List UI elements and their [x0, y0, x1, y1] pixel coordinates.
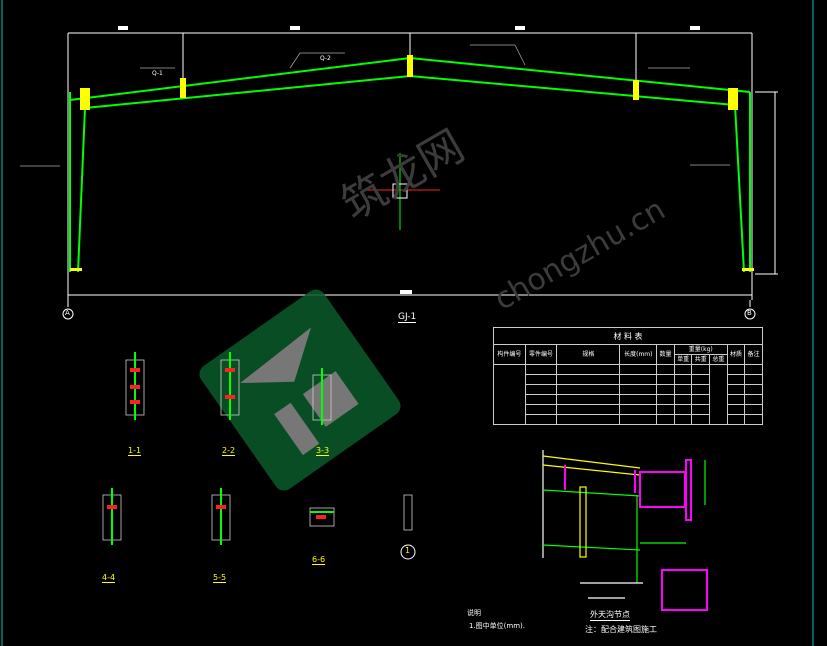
- header-cell: 材质: [726, 344, 746, 365]
- header-cell: 规格: [556, 344, 621, 365]
- detail-marker-circle: [400, 544, 416, 560]
- section-label: 4-4: [102, 573, 116, 583]
- section-label: 2-2: [222, 446, 236, 456]
- notes-title: 说明: [467, 609, 481, 617]
- detail-marker: 1: [405, 546, 411, 555]
- table-title: 材 料 表: [493, 327, 763, 345]
- header-cell: 单重: [673, 354, 693, 365]
- rafter-label: Q-1: [152, 70, 163, 77]
- axis-label-right: B: [747, 309, 752, 317]
- top-dimension-line: [67, 32, 778, 307]
- header-cell: 总重: [709, 354, 728, 365]
- header-cell: 备注: [744, 344, 763, 365]
- header-cell: 共重: [691, 354, 711, 365]
- header-cell: 构件编号: [493, 344, 526, 365]
- node-note: 注：配合建筑图施工: [585, 625, 657, 634]
- rafter-label: Q-2: [320, 55, 331, 62]
- section-label: 6-6: [312, 555, 326, 565]
- section-label: 1-1: [128, 446, 142, 456]
- axis-bubble-right: [744, 308, 756, 320]
- axis-label-left: A: [65, 309, 70, 317]
- axis-bubble-left: [62, 308, 74, 320]
- section-label: 3-3: [316, 446, 330, 456]
- notes-line: 1.图中单位(mm).: [469, 622, 526, 630]
- node-title: 外天沟节点: [590, 610, 630, 621]
- gutter-node-detail: [542, 450, 708, 611]
- section-label: 5-5: [213, 573, 227, 583]
- frame-title: GJ-1: [398, 312, 417, 323]
- bolt-connections: [70, 55, 754, 271]
- header-cell: 长度(mm): [619, 344, 658, 365]
- header-cell: 数量: [656, 344, 675, 365]
- header-cell: 零件编号: [524, 344, 558, 365]
- header-cell: 重量(kg): [673, 344, 728, 355]
- material-table: 材 料 表 构件编号零件编号规格长度(mm)数量重量(kg)材质备注 单重共重总…: [493, 327, 763, 425]
- watermark-logo: [199, 289, 401, 491]
